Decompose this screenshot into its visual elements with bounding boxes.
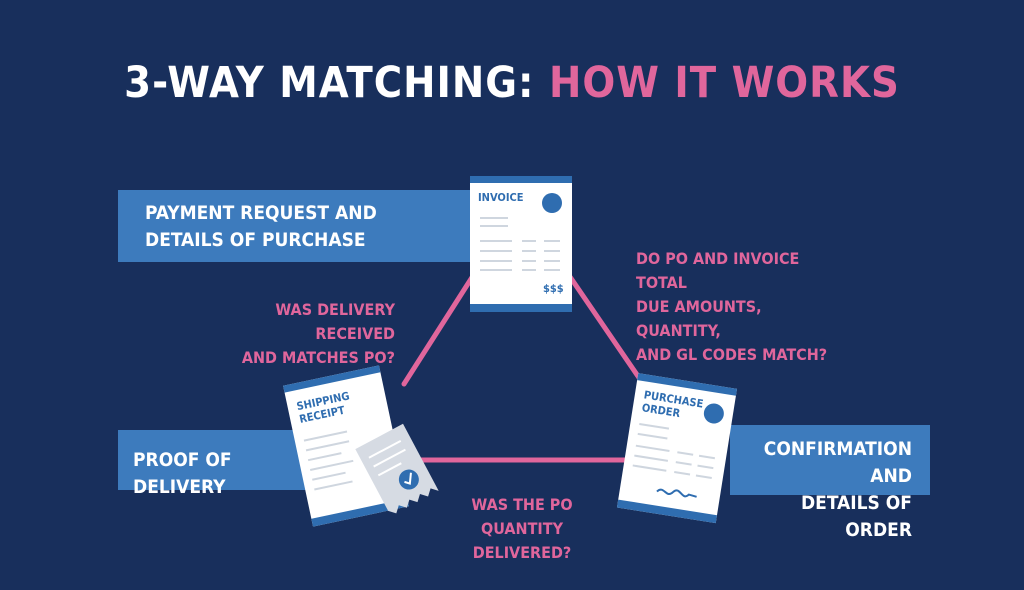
- payment-banner-line1: PAYMENT REQUEST AND: [145, 202, 377, 224]
- purchase-order-document-icon: PURCHASE ORDER: [616, 373, 738, 524]
- quantity-question-line1: WAS THE PO: [471, 495, 573, 514]
- check-receipt-icon: [355, 423, 439, 514]
- totals-question: DO PO AND INVOICE TOTAL DUE AMOUNTS, QUA…: [636, 247, 836, 367]
- payment-banner-line2: DETAILS OF PURCHASE: [145, 229, 366, 251]
- check-icon: [398, 469, 419, 490]
- connector-invoice-shipping: [401, 265, 481, 387]
- delivery-question-line1: WAS DELIVERY RECEIVED: [275, 300, 395, 343]
- signature-squiggle: [656, 488, 697, 498]
- confirmation-banner-line1: CONFIRMATION AND: [763, 438, 912, 487]
- totals-question-line3: AND GL CODES MATCH?: [636, 345, 828, 364]
- page-title: 3-WAY MATCHING: HOW IT WORKS: [0, 58, 1024, 108]
- invoice-amount: $$$: [543, 282, 564, 295]
- confirmation-banner-line2: DETAILS OF ORDER: [800, 492, 912, 541]
- connector-invoice-purchase: [561, 265, 647, 388]
- title-accent: HOW IT WORKS: [548, 58, 900, 108]
- confirmation-banner: CONFIRMATION AND DETAILS OF ORDER: [730, 425, 930, 541]
- invoice-label: INVOICE: [478, 191, 524, 204]
- triangle-connectors: [401, 265, 647, 463]
- quantity-question-line2: QUANTITY DELIVERED?: [472, 519, 572, 562]
- purchase-label-line2: ORDER: [641, 401, 682, 420]
- quantity-question: WAS THE PO QUANTITY DELIVERED?: [440, 493, 604, 565]
- delivery-question-line2: AND MATCHES PO?: [241, 348, 395, 367]
- totals-question-line1: DO PO AND INVOICE TOTAL: [636, 249, 800, 292]
- title-main: 3-WAY MATCHING:: [124, 58, 535, 108]
- proof-banner-line1: PROOF OF DELIVERY: [133, 449, 232, 498]
- totals-question-line2: DUE AMOUNTS, QUANTITY,: [636, 297, 762, 340]
- invoice-document-icon: INVOICE $$$: [470, 176, 572, 312]
- proof-of-delivery-banner: PROOF OF DELIVERY: [118, 430, 323, 498]
- delivery-question: WAS DELIVERY RECEIVED AND MATCHES PO?: [220, 298, 395, 370]
- payment-request-banner: PAYMENT REQUEST AND DETAILS OF PURCHASE: [118, 190, 483, 262]
